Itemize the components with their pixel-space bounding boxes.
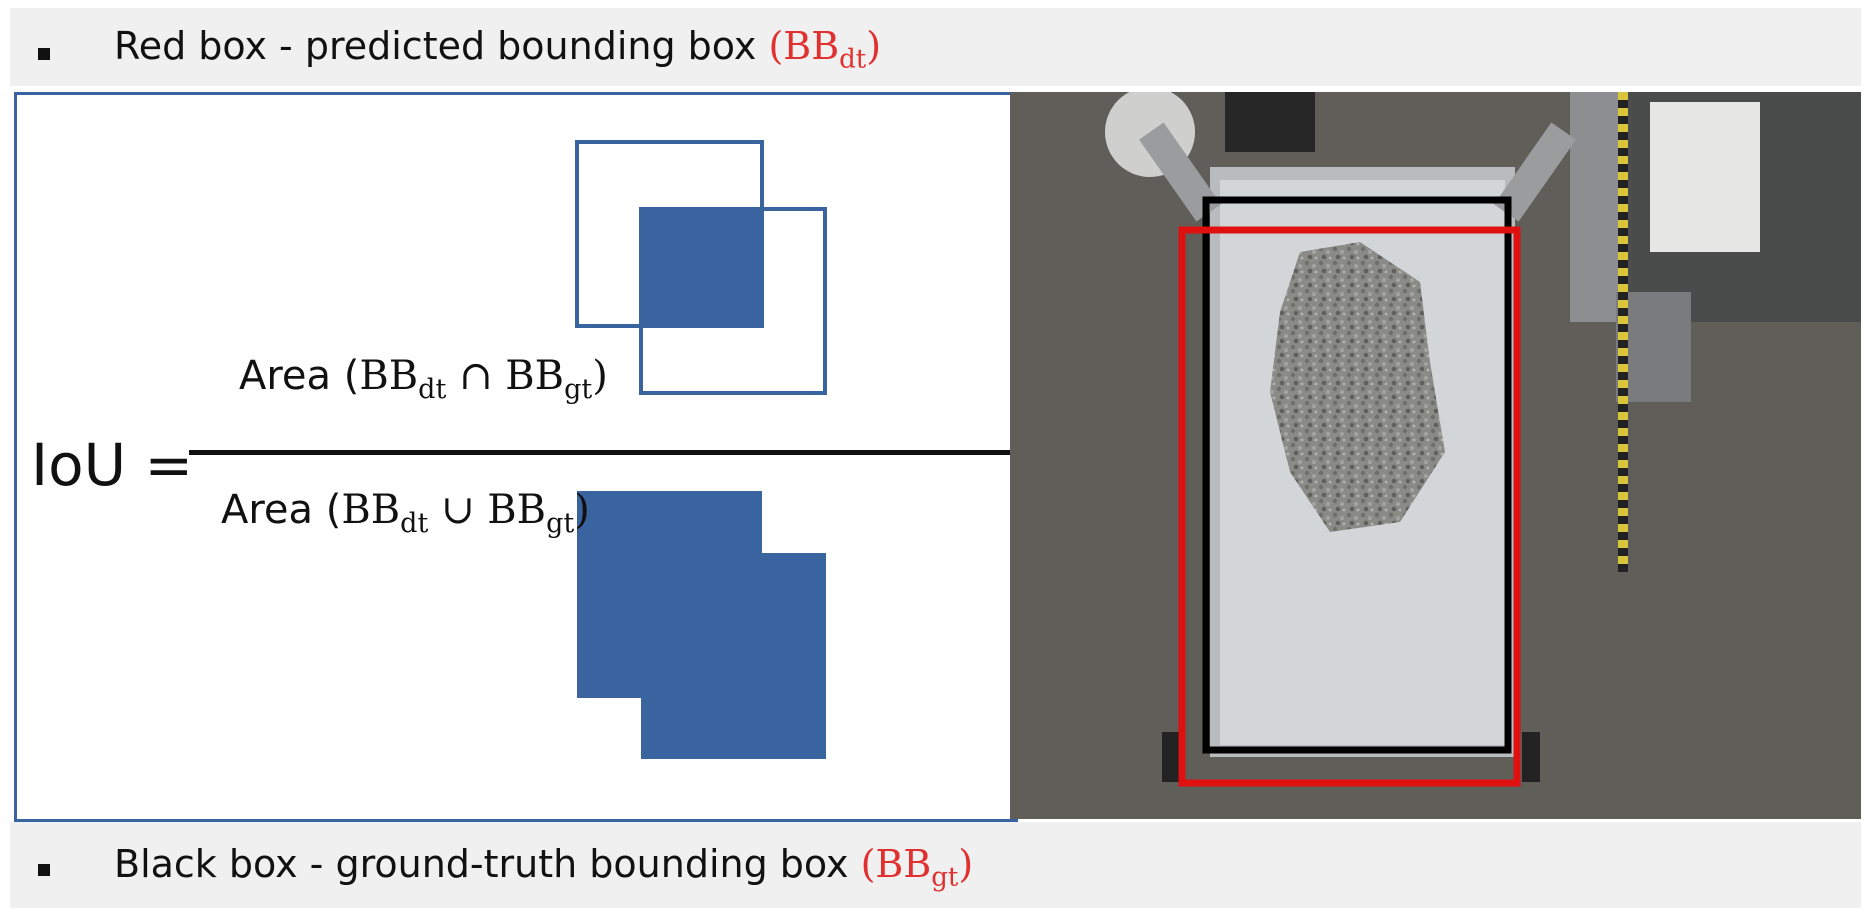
intersection-fill <box>641 209 762 326</box>
ground-truth-box-caption-text: Black box - ground-truth bounding box <box>114 842 849 886</box>
hazard-tape <box>1618 92 1628 572</box>
denominator-b-base: BB <box>487 487 547 533</box>
denominator-prefix: Area ( <box>221 487 342 533</box>
machine-panel <box>1650 102 1760 252</box>
bb-gt-symbol-base: BB <box>875 842 932 886</box>
numerator-a-subscript: dt <box>418 374 447 405</box>
denominator-a-base: BB <box>341 487 401 533</box>
numerator-b-base: BB <box>505 353 565 399</box>
predicted-box-caption-text: Red box - predicted bounding box <box>114 24 757 68</box>
bullet-icon <box>38 864 50 876</box>
denominator-a: BBdt <box>341 487 428 539</box>
numerator-a-base: BB <box>359 353 419 399</box>
bb-gt-symbol: (BBgt) <box>860 842 974 893</box>
denominator: Area (BBdt ∪ BBgt) <box>221 487 590 539</box>
denominator-suffix: ) <box>574 487 590 533</box>
bullet-icon <box>38 48 50 60</box>
union-illustration <box>577 491 826 759</box>
numerator-prefix: Area ( <box>239 353 360 399</box>
predicted-box <box>1178 226 1521 787</box>
numerator: Area (BBdt ∩ BBgt) <box>239 353 608 405</box>
floor-plate <box>1616 292 1691 402</box>
union-fill <box>577 491 826 759</box>
union-operator: ∪ <box>441 487 475 533</box>
denominator-b: BBgt <box>487 487 574 539</box>
intersection-illustration <box>575 140 827 395</box>
detection-photo <box>1010 92 1861 819</box>
bb-dt-symbol-subscript: dt <box>839 44 867 75</box>
fraction-line <box>189 450 1019 455</box>
bb-dt-symbol-base: BB <box>783 24 840 68</box>
gravel-pile <box>1270 242 1445 532</box>
iou-label: IoU = <box>31 431 194 499</box>
ground-truth-box <box>1202 196 1512 754</box>
numerator-b: BBgt <box>505 353 592 405</box>
predicted-box-caption: Red box - predicted bounding box (BBdt) <box>114 24 881 75</box>
numerator-a: BBdt <box>359 353 446 405</box>
intersection-operator: ∩ <box>459 353 493 399</box>
denominator-a-subscript: dt <box>400 508 429 539</box>
iou-formula-panel: Area (BBdt ∩ BBgt) IoU = Area (BBdt ∪ BB… <box>14 92 1019 822</box>
numerator-suffix: ) <box>592 353 608 399</box>
numerator-b-subscript: gt <box>564 374 593 405</box>
ground-truth-box-caption: Black box - ground-truth bounding box (B… <box>114 842 973 893</box>
bb-dt-symbol: (BBdt) <box>768 24 882 75</box>
dark-object <box>1225 92 1315 152</box>
denominator-b-subscript: gt <box>546 508 575 539</box>
iou-illustration <box>575 140 827 759</box>
top-caption-bar: Red box - predicted bounding box (BBdt) <box>10 8 1861 86</box>
bottom-caption-bar: Black box - ground-truth bounding box (B… <box>10 822 1861 908</box>
bb-gt-symbol-subscript: gt <box>931 862 959 893</box>
